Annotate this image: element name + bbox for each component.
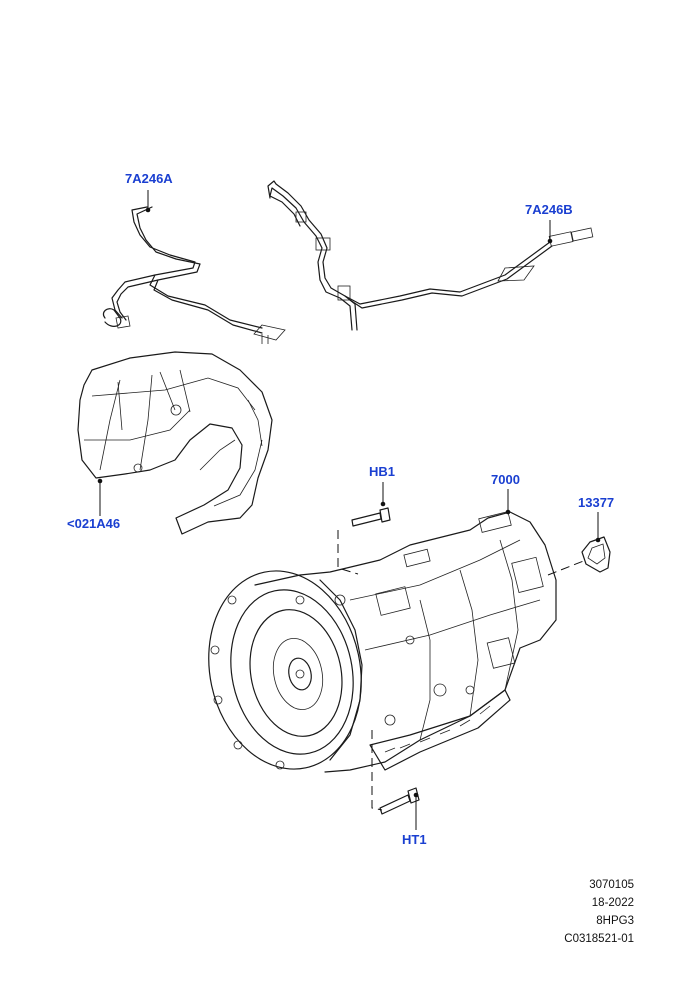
bottom-bolt[interactable]	[379, 787, 420, 815]
left-cooler-pipe[interactable]	[102, 206, 286, 344]
top-bolt[interactable]	[351, 507, 391, 527]
callout-13377[interactable]: 13377	[578, 495, 615, 510]
right-cooler-pipe[interactable]	[267, 180, 594, 331]
callout-7000[interactable]: 7000	[491, 472, 520, 487]
reference-code-4: C0318521-01	[564, 933, 634, 945]
reference-code-1: 3070105	[589, 879, 634, 891]
transmission[interactable]	[191, 511, 557, 784]
callout-021a46[interactable]: <021A46	[67, 516, 121, 531]
callout-7a246a[interactable]: 7A246A	[125, 171, 173, 186]
callout-ht1[interactable]: HT1	[402, 832, 427, 847]
retaining-clip[interactable]	[581, 536, 611, 573]
reference-code-2: 18-2022	[591, 897, 634, 909]
reference-code-3: 8HPG3	[596, 915, 634, 927]
callout-hb1[interactable]: HB1	[369, 464, 396, 479]
callout-leaders	[97, 190, 601, 830]
heat-shield[interactable]	[77, 351, 273, 535]
callout-7a246b[interactable]: 7A246B	[525, 202, 573, 217]
